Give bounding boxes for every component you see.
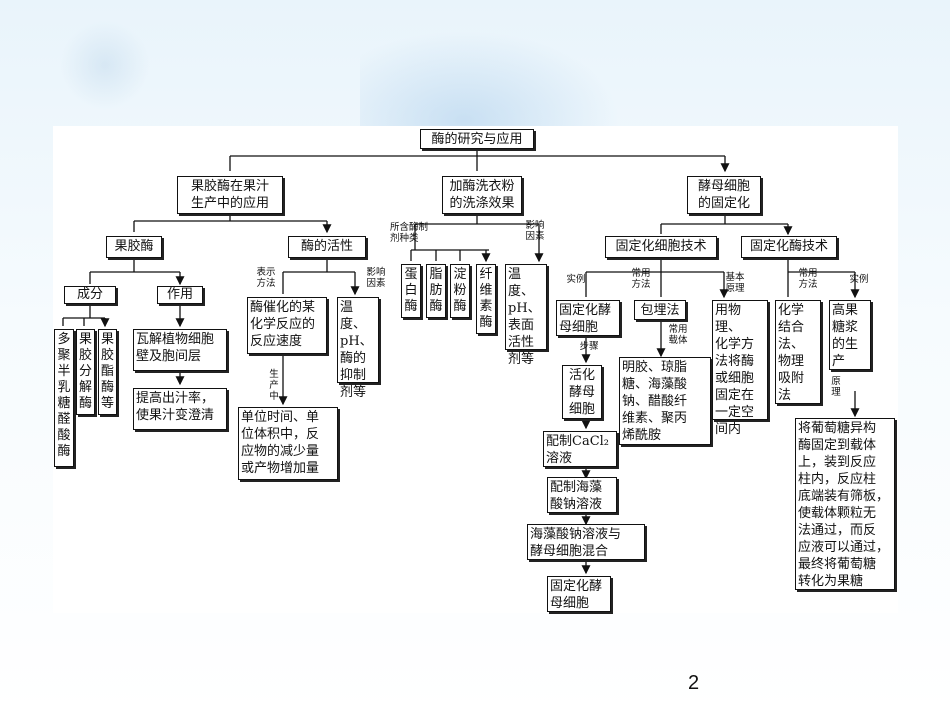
detergent-factor-node: 温度、 pH、 表面 活性 剂等: [505, 264, 547, 367]
carrier-label: 常用 载体: [668, 324, 688, 346]
embedding-method-node: 包埋法: [634, 300, 686, 320]
enzyme-method-node: 化学 结合 法、 物理 吸附 法: [775, 300, 821, 404]
connector-lines: [62, 149, 898, 575]
step-prepare-alginate: 配制海藻 酸钠溶液: [547, 477, 617, 513]
influence-factor-node: 温度、 pH、 酶的 抑制 剂等: [337, 297, 379, 400]
enzyme-lipase: 脂 肪 酶: [426, 264, 446, 318]
detergent-node: 加酶洗衣粉 的洗涤效果: [442, 176, 522, 214]
production-measure-node: 单位时间、单 位体积中，反 应物的减少量 或产物增加量: [238, 407, 338, 480]
cell-immobilization-node: 固定化细胞技术: [605, 236, 717, 258]
influence-factor-label: 影响 因素: [366, 267, 386, 289]
step-prepare-cacl2: 配制CaCl₂ 溶液: [543, 431, 617, 467]
enzyme-principle-label: 原 理: [831, 376, 841, 398]
enzyme-protease: 蛋 白 酶: [401, 264, 421, 318]
step-activate-yeast: 活化 酵母 细胞: [562, 365, 602, 419]
step-mix: 海藻酸钠溶液与 酵母细胞混合: [527, 524, 645, 560]
root-node: 酶的研究与应用: [420, 129, 534, 149]
enzyme-example-node: 高果 糖浆 的生 产: [829, 300, 871, 370]
enzyme-example-label: 实例: [849, 274, 869, 285]
function-item-improve-yield: 提高出汁率， 使果汁变澄清: [133, 388, 227, 430]
yeast-immobilization-node: 酵母细胞 的固定化: [687, 176, 761, 214]
composition-item-pectinesterase: 果 胶 酯 酶 等: [98, 329, 117, 415]
detergent-factor-label: 影响 因素: [525, 220, 545, 242]
composition-item-polygalacturonase: 多 聚 半 乳 糖 醛 酸 酶: [54, 329, 74, 467]
page-number: 2: [688, 672, 700, 694]
enzyme-amylase: 淀 粉 酶: [450, 264, 470, 318]
example-label: 实例: [566, 274, 586, 285]
principle-node: 用物理、 化学方 法将酶 或细胞 固定在 一定空 间内: [712, 300, 768, 437]
composition-node: 成分: [64, 286, 116, 304]
background-decoration: [60, 20, 150, 110]
enzyme-types-label: 所含酶制 剂种类: [390, 222, 429, 244]
composition-item-pectin-lyase: 果 胶 分 解 酶: [76, 329, 95, 415]
carrier-node: 明胶、琼脂 糖、海藻酸 钠、醋酸纤 维素、聚丙 烯酰胺: [619, 357, 711, 445]
expression-method-label: 表示 方法: [256, 267, 276, 289]
function-node: 作用: [157, 286, 203, 304]
method-label: 常用 方法: [631, 268, 651, 290]
concept-map: 酶的研究与应用 果胶酶在果汁 生产中的应用 果胶酶 酶的活性 成分 作用 多 聚…: [53, 126, 898, 613]
enzyme-cellulase: 纤 维 素 酶: [476, 264, 496, 334]
principle-label: 基本 原理: [725, 272, 745, 294]
pectinase-node: 果胶酶: [106, 236, 162, 258]
steps-label: 步骤: [579, 341, 599, 352]
expression-method-node: 酶催化的某 化学反应的 反应速度: [247, 297, 327, 354]
function-item-break-cell-wall: 瓦解植物细胞 壁及胞间层: [133, 329, 227, 371]
step-immobilized-yeast: 固定化酵 母细胞: [547, 576, 611, 612]
juice-pectinase-node: 果胶酶在果汁 生产中的应用: [177, 176, 283, 214]
enzyme-immobilization-node: 固定化酶技术: [741, 236, 837, 258]
enzyme-method-label: 常用 方法: [798, 268, 818, 290]
enzyme-principle-node: 将葡萄糖异构 酶固定到载体 上，装到反应 柱内，反应柱 底端装有筛板， 使载体颗…: [795, 418, 895, 590]
enzyme-activity-node: 酶的活性: [288, 236, 366, 258]
example-yeast-node: 固定化酵 母细胞: [556, 300, 620, 336]
production-label: 生 产 中: [269, 369, 279, 402]
